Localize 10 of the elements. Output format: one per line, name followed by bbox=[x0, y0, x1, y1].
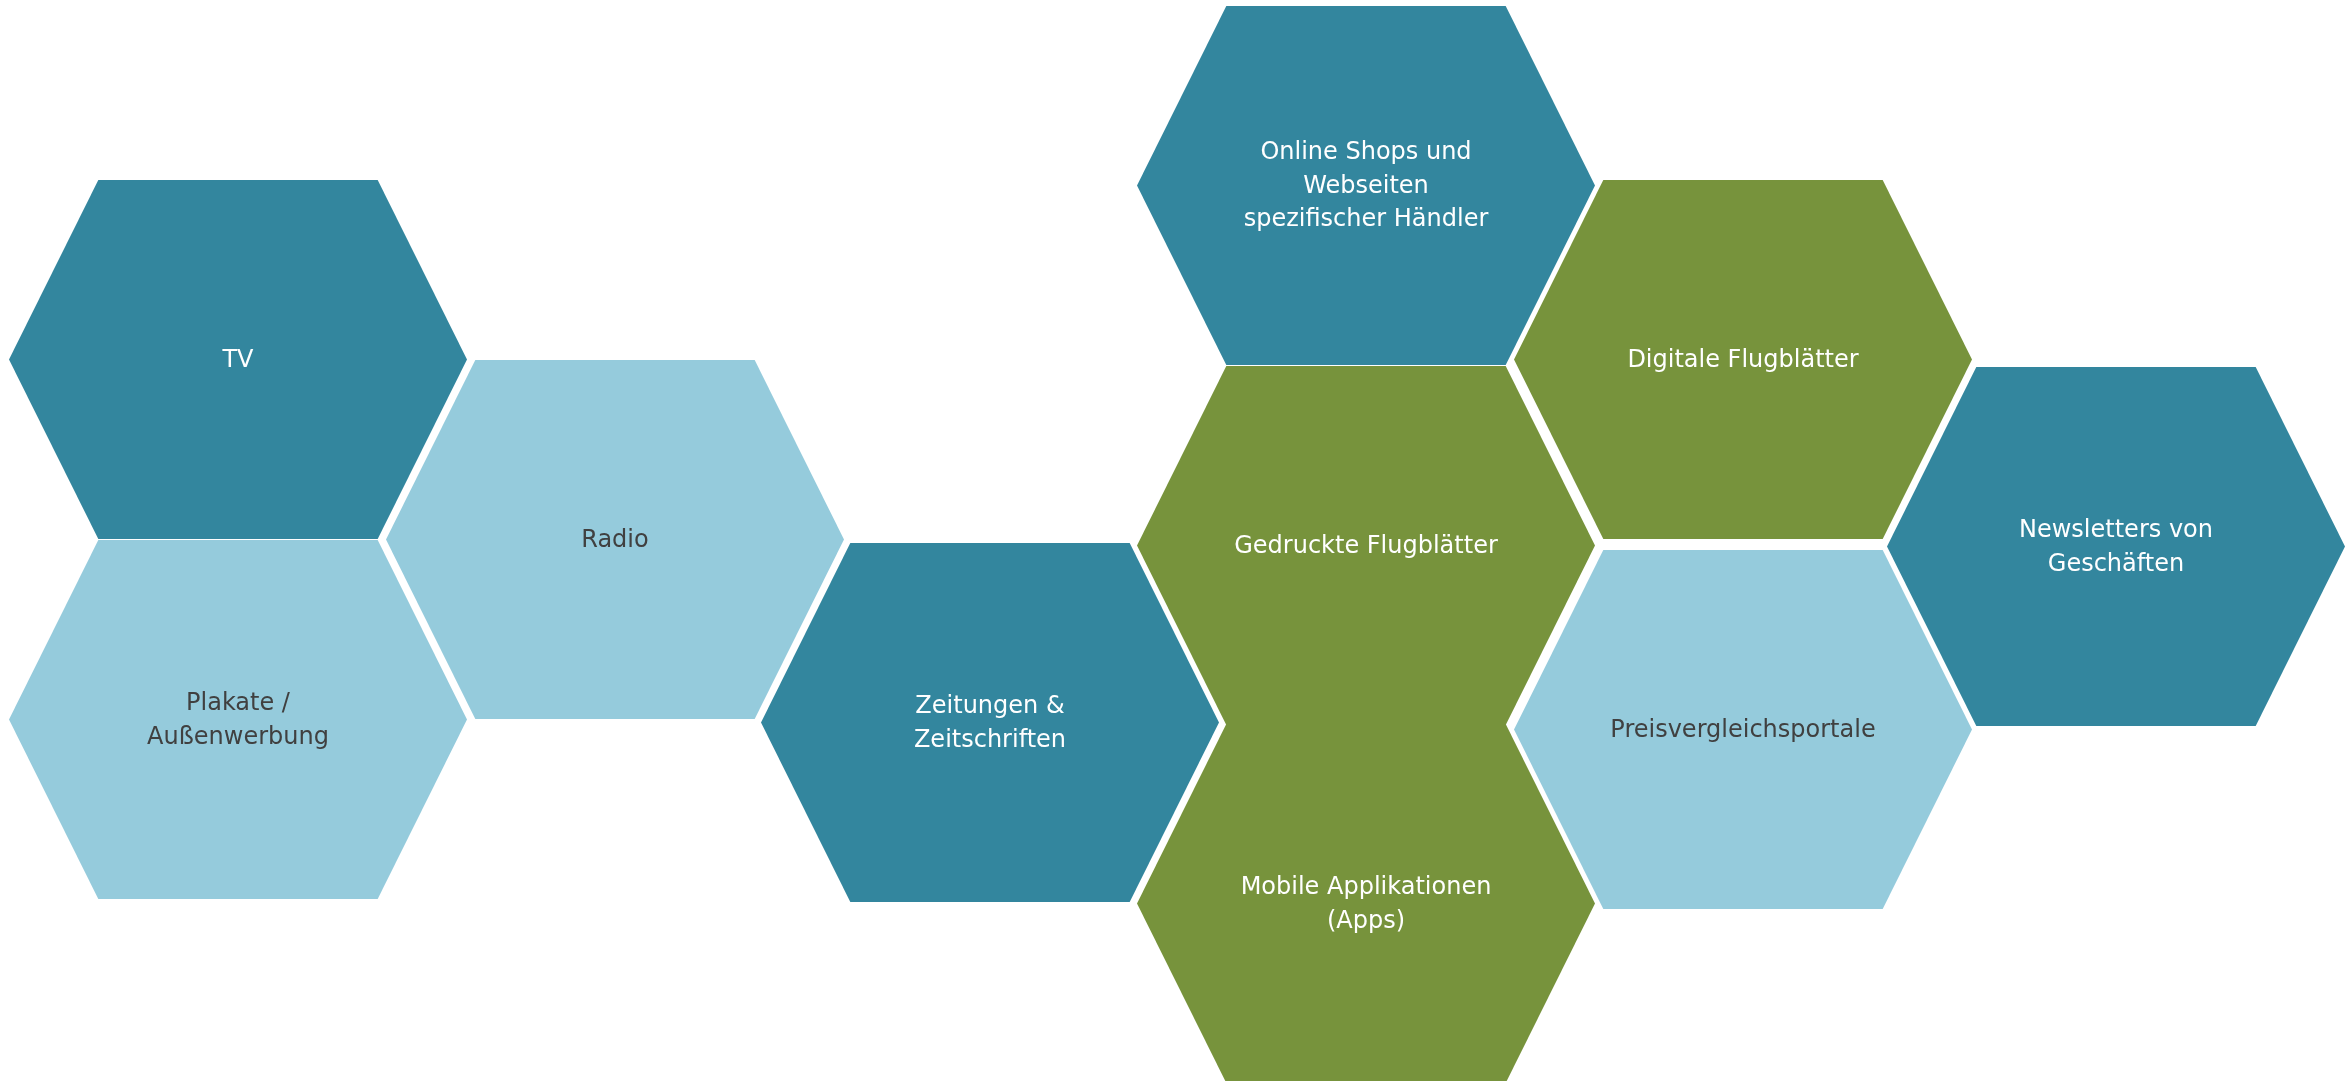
hexagon-label: Digitale Flugblätter bbox=[1627, 343, 1859, 375]
hexagon-label: Radio bbox=[581, 523, 649, 555]
hexagon-label: TV bbox=[222, 343, 254, 375]
hexagon-label: Online Shops und Webseiten spezifischer Händler bbox=[1242, 136, 1490, 235]
hexagon-label: Plakate / Außenwerbung bbox=[146, 686, 330, 752]
hexagon-label: Gedruckte Flugblätter bbox=[1234, 529, 1498, 561]
hexagon-label: Mobile Applikationen (Apps) bbox=[1239, 870, 1493, 936]
hexagon-label: Newsletters von Geschäften bbox=[2018, 513, 2214, 579]
hexagon-label: Preisvergleichsportale bbox=[1610, 713, 1876, 745]
hexagon-label: Zeitungen & Zeitschriften bbox=[912, 689, 1068, 755]
